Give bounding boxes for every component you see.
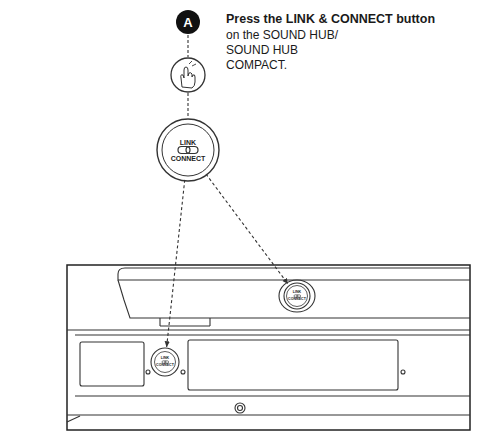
button-recess <box>279 280 315 312</box>
dashed-arrow <box>206 174 288 284</box>
button-node: LINK CONNECT <box>162 124 214 176</box>
button-ring <box>284 283 310 309</box>
hand-icon <box>189 61 196 66</box>
button-node: LINK CONNECT <box>286 285 308 307</box>
base-edge <box>67 329 470 330</box>
base-panel <box>188 340 398 390</box>
instruction-text: on the SOUND HUB/ SOUND HUB COMPACT. <box>226 28 358 73</box>
base-port <box>235 403 245 413</box>
node-text: LINK <box>161 357 169 361</box>
button-ring <box>162 124 214 176</box>
soundbar-top <box>118 268 470 280</box>
button-ring <box>287 286 308 307</box>
step-line <box>187 35 188 57</box>
node-text: CONNECT <box>288 298 306 302</box>
screw <box>401 370 405 374</box>
button-ring <box>155 352 176 373</box>
base-port <box>238 406 243 411</box>
base-panel <box>80 342 144 386</box>
node-text: CONNECT <box>156 364 174 368</box>
hand-icon <box>181 67 195 88</box>
soundbar-foot <box>209 318 210 326</box>
link-icon <box>186 147 198 154</box>
screw <box>181 370 185 374</box>
step-badge: A <box>176 10 200 34</box>
soundbar-foot <box>159 318 160 326</box>
node-text: CONNECT <box>171 155 206 162</box>
base-edge <box>75 395 470 396</box>
node-text: LINK <box>180 139 196 146</box>
node-text: A <box>183 16 192 29</box>
step-line <box>187 93 188 118</box>
soundbar-foot <box>160 325 210 326</box>
link-icon <box>178 147 190 154</box>
base-edge <box>67 414 470 415</box>
hand-icon <box>171 58 205 92</box>
button-ring <box>157 119 219 181</box>
dashed-arrow <box>167 180 185 347</box>
view-frame <box>67 265 470 430</box>
button-ring <box>151 348 179 376</box>
button-node: LINK CONNECT <box>154 351 176 373</box>
base-edge <box>75 334 470 335</box>
screw <box>146 370 150 374</box>
node-text: LINK <box>293 291 301 295</box>
instruction-heading: Press the LINK & CONNECT button <box>226 12 435 28</box>
base-edge <box>67 416 80 422</box>
